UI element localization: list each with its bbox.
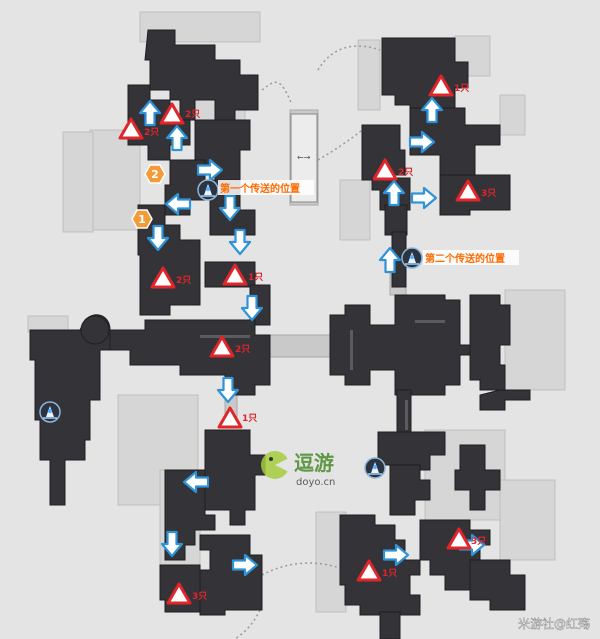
doyo-watermark: 逗游 doyo.cn: [261, 451, 335, 488]
credit-text: 米游社@红殇: [518, 616, 590, 631]
step-number: 2: [151, 168, 159, 181]
enemy-count: 1只: [454, 83, 469, 94]
step-number: 1: [138, 213, 146, 226]
teleport-2-label: 第二个传送的位置: [425, 252, 505, 265]
enemy-count: 3只: [471, 536, 486, 547]
enemy-count: 1只: [242, 413, 257, 424]
enemy-count: 2只: [144, 127, 159, 138]
enemy-count: 1只: [248, 272, 263, 283]
teleport-anchor-icon: [401, 247, 423, 269]
step-hexagon-icon: 2: [144, 164, 166, 184]
enemy-count: 3只: [192, 591, 207, 602]
enemy-count: 2只: [398, 167, 413, 178]
bridge-marker: ←→: [297, 153, 311, 162]
enemy-count: 1只: [382, 568, 397, 579]
teleport-anchor-icon: [364, 457, 386, 479]
callouts: 第一个传送的位置 第二个传送的位置: [218, 180, 519, 265]
teleport-anchor-icon: [197, 179, 219, 201]
teleport-anchor-icon: [39, 401, 61, 423]
watermark-url: doyo.cn: [296, 477, 335, 488]
enemy-triangle-icon: [217, 406, 243, 429]
enemy-counts: 2只 2只 2只 1只 2只 1只 1只 2只 3只 1只 3只 3只: [144, 83, 496, 602]
map-connections: [234, 45, 381, 639]
enemy-count: 2只: [176, 275, 191, 286]
enemy-count: 2只: [185, 109, 200, 120]
route-arrow-icon: [410, 186, 438, 210]
step-markers: 2 1: [131, 164, 166, 229]
enemy-count: 3只: [481, 188, 496, 199]
step-hexagon-icon: 1: [131, 209, 153, 229]
map-hall-details: [200, 320, 445, 430]
teleport-1-label: 第一个传送的位置: [220, 182, 300, 195]
enemy-count: 2只: [235, 344, 250, 355]
watermark-brand: 逗游: [294, 451, 334, 475]
